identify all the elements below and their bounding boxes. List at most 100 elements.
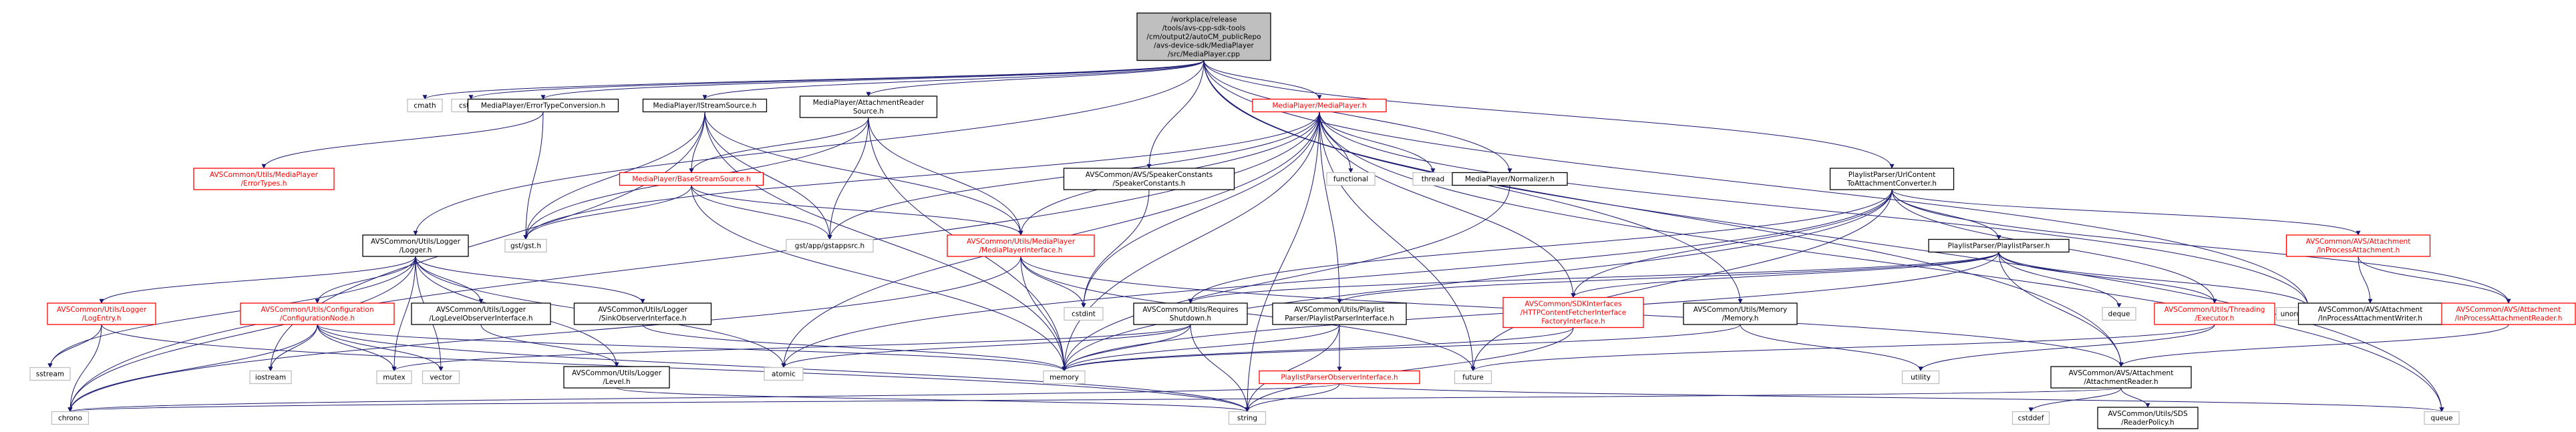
- node-label: /cm/output2/autoCM_publicRepo: [1146, 33, 1261, 41]
- node-level[interactable]: AVSCommon/Utils/Logger/Level.h: [563, 366, 670, 389]
- edge-logger-to-loglevelobs: [415, 256, 484, 304]
- node-label: Source.h: [853, 107, 884, 116]
- node-attreaderh[interactable]: AVSCommon/AVS/Attachment/AttachmentReade…: [2050, 366, 2192, 389]
- edge-plconv-to-reqshut: [1188, 189, 1893, 304]
- node-box: [407, 98, 443, 113]
- node-label: AVSCommon/AVS/Attachment: [2069, 369, 2174, 377]
- node-box: [1133, 302, 1248, 325]
- node-label: AVSCommon/Utils/Playlist: [1294, 306, 1384, 314]
- node-label: PlaylistParser/UrlContent: [1848, 171, 1935, 179]
- edge-root-to-iss: [702, 60, 1204, 100]
- edge-iss-to-mpi: [704, 112, 1023, 236]
- node-box: [2011, 411, 2050, 425]
- node-label: Parser/PlaylistParserInterface.h: [1285, 314, 1394, 322]
- edge-mph-to-httpfetch: [1319, 112, 1576, 298]
- node-box: [1259, 370, 1420, 385]
- node-mph[interactable]: MediaPlayer/MediaPlayer.h: [1252, 98, 1387, 113]
- node-label: MediaPlayer/Normalizer.h: [1465, 176, 1555, 184]
- node-ipattach[interactable]: AVSCommon/AVS/Attachment/InProcessAttach…: [2285, 234, 2431, 257]
- node-normalizer[interactable]: MediaPlayer/Normalizer.h: [1452, 172, 1568, 186]
- node-box: [573, 302, 712, 325]
- edge-normalizer-to-memory: [1062, 185, 1510, 372]
- edge-basestream-to-gstapp: [691, 185, 832, 240]
- node-confnode[interactable]: AVSCommon/Utils/Configuration/Configurat…: [240, 302, 395, 325]
- node-label: AVSCommon/AVS/Attachment: [2318, 306, 2423, 314]
- edge-ipattach-to-ipareader: [2358, 256, 2511, 304]
- edge-plconv-to-ppparser: [1891, 189, 2001, 240]
- node-plconv[interactable]: PlaylistParser/UrlContentToAttachmentCon…: [1829, 168, 1955, 190]
- node-ppobs[interactable]: PlaylistParserObserverInterface.h: [1259, 370, 1420, 385]
- node-box: [764, 367, 804, 381]
- edge-plconv-to-ipareader: [1891, 189, 2511, 304]
- node-functional: functional: [1326, 172, 1376, 186]
- edge-ppparser-to-httpfetch: [1571, 252, 1999, 298]
- node-box: [362, 234, 469, 257]
- node-label: /HTTPContentFetcherInterface: [1520, 309, 1626, 317]
- node-box: [1326, 172, 1376, 186]
- node-label: utility: [1911, 374, 1931, 382]
- node-box: [411, 302, 551, 325]
- edge-mpi-to-chrono: [67, 256, 1021, 413]
- node-iss[interactable]: MediaPlayer/IStreamSource.h: [642, 98, 768, 113]
- node-box: [240, 302, 395, 325]
- node-label: ToAttachmentConverter.h: [1846, 180, 1937, 188]
- edge-ppobs-to-queue: [1339, 383, 2444, 413]
- edge-logger-to-confnode: [315, 256, 416, 304]
- node-basestream[interactable]: MediaPlayer/BaseStreamSource.h: [619, 172, 764, 186]
- edge-executor-to-utility: [1918, 324, 2215, 372]
- node-box: [799, 95, 938, 118]
- edge-iss-to-memory: [704, 112, 1067, 372]
- node-httpfetch[interactable]: AVSCommon/SDKInterfaces/HTTPContentFetch…: [1502, 296, 1644, 329]
- edge-logger-to-mutex: [391, 256, 416, 372]
- edge-ppobs-to-string: [1245, 383, 1340, 413]
- node-readerpolicy[interactable]: AVSCommon/Utils/SDS/ReaderPolicy.h: [2097, 407, 2199, 429]
- node-label: atomic: [772, 371, 796, 379]
- node-errconv[interactable]: MediaPlayer/ErrorTypeConversion.h: [467, 98, 619, 113]
- node-label: functional: [1333, 176, 1368, 184]
- node-speakerconst[interactable]: AVSCommon/AVS/SpeakerConstants/SpeakerCo…: [1063, 168, 1235, 190]
- edge-mph-to-chrono: [67, 112, 1320, 413]
- node-label: /InProcessAttachmentWriter.h: [2318, 314, 2422, 322]
- node-label: /SpeakerConstants.h: [1113, 180, 1186, 188]
- node-memoryh[interactable]: AVSCommon/Utils/Memory/Memory.h: [1683, 302, 1798, 325]
- node-errtypes[interactable]: AVSCommon/Utils/MediaPlayer/ErrorTypes.h: [193, 168, 335, 190]
- node-mpi[interactable]: AVSCommon/Utils/MediaPlayer/MediaPlayerI…: [947, 234, 1095, 257]
- edge-logentry-to-string: [101, 324, 1250, 413]
- edge-confnode-to-iostream: [268, 324, 318, 372]
- node-ppi[interactable]: AVSCommon/Utils/PlaylistParser/PlaylistP…: [1272, 302, 1407, 325]
- edge-attreaderh-to-chrono: [68, 387, 2122, 413]
- edge-reqshut-to-atomic: [781, 324, 1191, 369]
- node-ppparser[interactable]: PlaylistParser/PlaylistParser.h: [1928, 238, 2070, 253]
- edge-mph-to-gstgst: [523, 112, 1320, 240]
- node-sinkobs[interactable]: AVSCommon/Utils/Logger/SinkObserverInter…: [573, 302, 712, 325]
- node-label: /ErrorTypes.h: [241, 180, 287, 188]
- node-box: [642, 98, 768, 113]
- edge-logger-to-sstream: [47, 256, 416, 369]
- node-box: [1452, 172, 1568, 186]
- node-atomic: atomic: [764, 367, 804, 381]
- node-label: MediaPlayer/IStreamSource.h: [653, 102, 757, 110]
- node-iostream: iostream: [249, 370, 292, 385]
- edge-root-to-plconv: [1203, 60, 1895, 169]
- node-ipawriter[interactable]: AVSCommon/AVS/Attachment/InProcessAttach…: [2297, 302, 2443, 325]
- node-label: /Executor.h: [2195, 314, 2235, 322]
- node-box: [249, 370, 292, 385]
- node-label: AVSCommon/Utils/MediaPlayer: [210, 171, 319, 179]
- edge-mpi-to-memory: [1020, 256, 1067, 372]
- node-executor[interactable]: AVSCommon/Utils/Threading/Executor.h: [2154, 302, 2275, 325]
- node-box: [1829, 168, 1955, 190]
- node-logger[interactable]: AVSCommon/Utils/Logger/Logger.h: [362, 234, 469, 257]
- node-box: [2050, 366, 2192, 389]
- edge-mph-to-cstdint: [1081, 112, 1320, 308]
- node-memory: memory: [1043, 370, 1086, 385]
- node-logentry[interactable]: AVSCommon/Utils/Logger/LogEntry.h: [47, 302, 156, 325]
- node-box: [2285, 234, 2431, 257]
- node-utility: utility: [1901, 370, 1940, 385]
- node-ipareader[interactable]: AVSCommon/AVS/Attachment/InProcessAttach…: [2441, 302, 2576, 325]
- node-loglevelobs[interactable]: AVSCommon/Utils/Logger/LogLevelObserverI…: [411, 302, 551, 325]
- edge-basestream-to-memory: [691, 185, 1067, 372]
- node-label: AVSCommon/Utils/SDS: [2108, 410, 2188, 418]
- node-label: /MediaPlayerInterface.h: [979, 246, 1063, 254]
